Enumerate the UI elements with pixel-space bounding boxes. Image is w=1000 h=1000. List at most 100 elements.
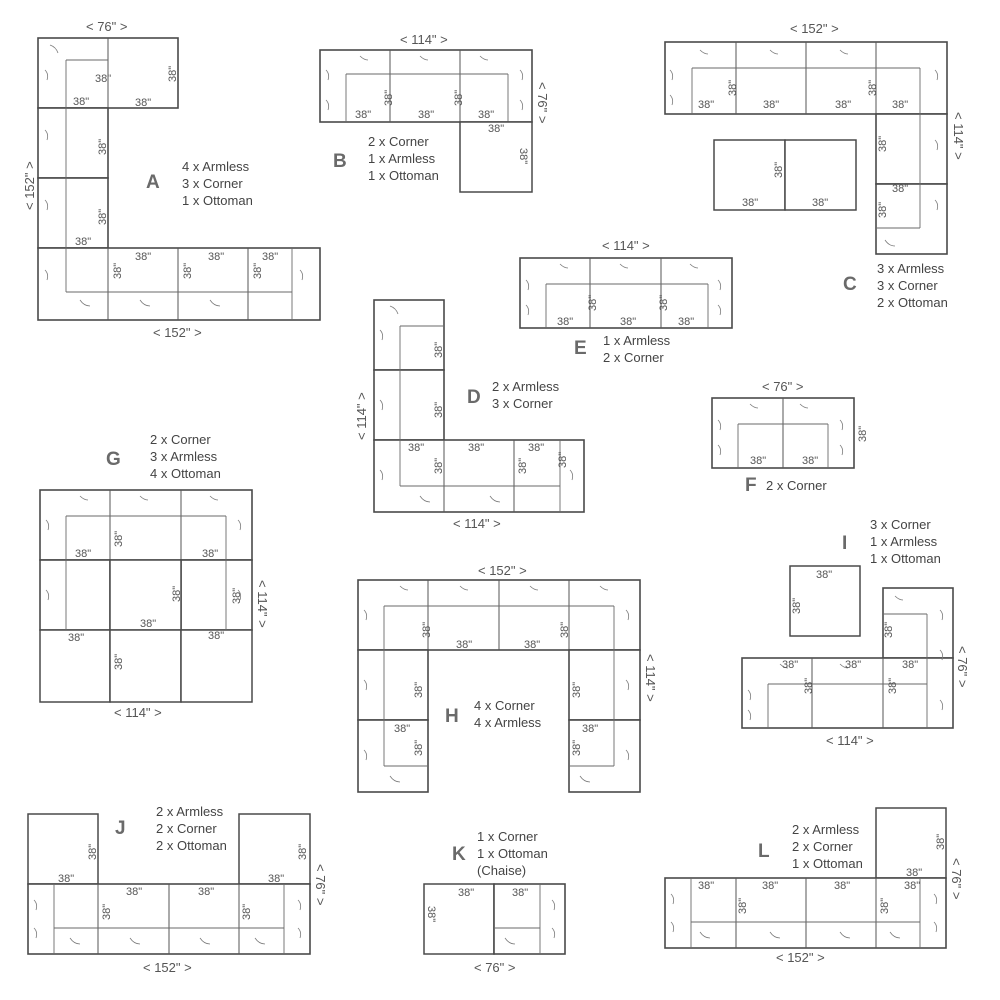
layout-h-spec-1: 4 x Corner [474,698,535,713]
layout-i-ottoman [789,565,861,637]
layout-g-spec-3: 4 x Ottoman [150,466,221,481]
layout-f-label-3: 38" [857,426,869,442]
layout-g-armless-right [180,559,253,631]
layout-b-dim-top: < 114" > [400,32,448,47]
layout-i-dim-bottom: < 114" > [826,733,874,748]
layout-b-label-7: 38" [517,148,529,164]
layout-c-label-8: 38" [892,183,908,195]
layout-a-spec-1: 4 x Armless [182,159,250,174]
layout-i-corner-top [882,587,954,659]
layout-d-bottom-run [373,439,585,513]
layout-b-sofa-run [319,49,533,123]
layout-a-label-12: 38" [252,263,264,279]
layout-f-dim-top: < 76" > [762,379,803,394]
layout-a-label-3: 38" [73,96,89,108]
layout-d: 38" 38" 38" 38" 38" 38" 38" 38" < 114" >… [354,299,585,531]
layout-j-ottoman-left [27,813,99,885]
layout-g-armless-left [39,559,111,631]
layout-i-label-1: 38" [816,569,832,581]
layout-j-spec-3: 2 x Ottoman [156,838,227,853]
layout-g-ottoman-4 [180,629,253,703]
layout-k-label-2: 38" [425,906,437,922]
layout-b-letter: B [333,151,347,172]
layout-a-label-6: 38" [97,209,109,225]
layout-e-label-4: 38" [658,295,670,311]
layout-l-label-4: 38" [762,880,778,892]
layout-b-label-6: 38" [488,123,504,135]
layout-h-armless-left [357,649,429,721]
layout-l: 38" 38" 38" 38" 38" 38" 38" 38" < 76" > … [664,807,964,965]
layout-i-label-8: 38" [887,678,899,694]
layout-i-bottom-run [741,657,954,729]
layout-j-spec-2: 2 x Corner [156,821,217,836]
layout-a-label-7: 38" [75,236,91,248]
layout-k-letter: K [452,844,466,865]
layout-a-dim-bottom: < 152" > [153,325,202,340]
layout-l-label-1: 38" [935,834,947,850]
layout-h-label-2: 38" [456,639,472,651]
layout-l-label-8: 38" [904,880,920,892]
layout-l-dim-right: < 76" > [949,858,964,899]
layout-l-label-6: 38" [737,898,749,914]
layout-k-ottoman-chaise [423,883,495,955]
layout-i-spec-2: 1 x Armless [870,534,938,549]
layout-e-label-1: 38" [557,316,573,328]
layout-g-ottoman-3 [109,629,182,703]
layout-i-label-7: 38" [803,678,815,694]
layout-g-letter: G [106,449,121,470]
layout-c-dim-right: < 114" > [951,112,966,160]
layout-f-label-2: 38" [802,455,818,467]
layout-h-label-6: 38" [571,682,583,698]
layout-c-spec-1: 3 x Armless [877,261,945,276]
layout-g: 38" 38" 38" 38" 38" 38" 38" 38" 38" < 11… [39,432,270,720]
layout-k-spec-2: 1 x Ottoman [477,846,548,861]
layout-c-label-12: 38" [812,197,828,209]
layout-e: 38" 38" 38" 38" 38" < 114" > E 1 x Armle… [519,238,733,365]
layout-c-label-10: 38" [773,162,785,178]
layout-a-bottom-run [37,247,321,321]
layout-k: 38" 38" 38" < 76" > K 1 x Corner 1 x Ott… [423,829,566,975]
layout-c-dim-top: < 152" > [790,21,839,36]
layout-j-dim-right: < 76" > [313,864,328,905]
layout-a-letter: A [146,172,160,193]
layout-k-label-3: 38" [512,887,528,899]
layout-g-dim-right: < 114" > [255,580,270,628]
layout-k-corner [493,883,566,955]
layout-l-label-5: 38" [834,880,850,892]
layout-a-dim-top: < 76" > [86,19,127,34]
layout-j-label-2: 38" [297,844,309,860]
layout-d-dim-bottom: < 114" > [453,516,501,531]
layout-l-spec-2: 2 x Corner [792,839,853,854]
layout-a-label-2: 38" [167,66,179,82]
layout-h-label-5: 38" [413,682,425,698]
layout-h-dim-right: < 114" > [643,654,658,702]
layout-a-label-4: 38" [135,97,151,109]
layout-h-dim-top: < 152" > [478,563,527,578]
layout-h-label-8: 38" [582,723,598,735]
layout-f: 38" 38" 38" < 76" > F 2 x Corner [711,379,869,496]
layout-l-label-3: 38" [698,880,714,892]
layout-c-corner-right [875,183,948,255]
layout-g-spec-1: 2 x Corner [150,432,211,447]
layout-i-label-6: 38" [902,659,918,671]
layout-g-label-4: 38" [171,586,183,602]
layout-h-label-7: 38" [394,723,410,735]
layout-i-label-2: 38" [791,598,803,614]
layout-b-label-3: 38" [355,109,371,121]
layout-h-spec-2: 4 x Armless [474,715,542,730]
layout-f-letter: F [745,475,757,496]
layout-d-label-4: 38" [468,442,484,454]
layout-a-label-9: 38" [135,251,151,263]
layout-d-label-5: 38" [528,442,544,454]
layout-c-label-9: 38" [877,202,889,218]
layout-d-armless-left [373,369,445,441]
layout-h-label-10: 38" [571,740,583,756]
layout-j-label-8: 38" [241,904,253,920]
layout-j-label-1: 38" [87,844,99,860]
layout-k-label-1: 38" [458,887,474,899]
layout-l-spec-3: 1 x Ottoman [792,856,863,871]
layout-a-label-11: 38" [208,251,224,263]
layout-c-label-4: 38" [835,99,851,111]
layout-g-label-1: 38" [113,531,125,547]
